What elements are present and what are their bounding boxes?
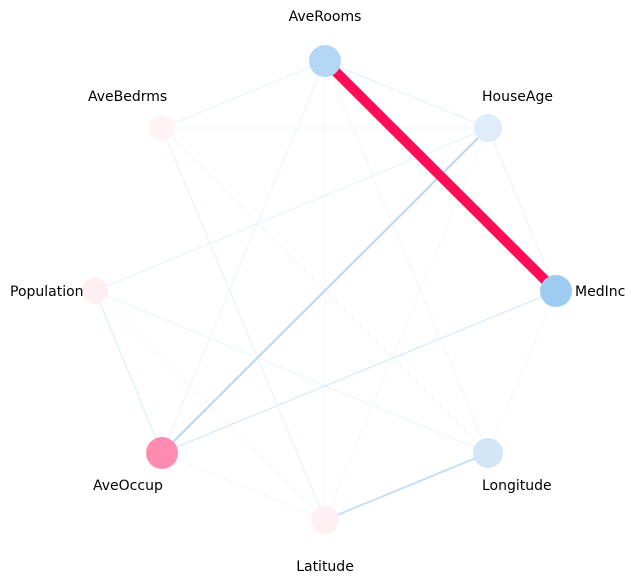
edge-latitude-longitude xyxy=(324,452,489,521)
node-latitude xyxy=(311,506,339,534)
node-houseage xyxy=(474,114,502,142)
edge-averooms-medinc xyxy=(321,57,560,295)
node-population xyxy=(82,278,108,304)
node-label-latitude: Latitude xyxy=(296,559,354,575)
node-label-longitude: Longitude xyxy=(482,478,552,494)
edge-houseage-latitude xyxy=(324,127,489,521)
node-label-avebedrms: AveBedrms xyxy=(88,89,167,105)
node-avebedrms xyxy=(149,115,175,141)
edge-aveoccup-latitude xyxy=(161,452,326,521)
edge-avebedrms-latitude xyxy=(161,127,326,521)
edge-houseage-population xyxy=(94,127,489,292)
edge-averooms-houseage xyxy=(324,60,489,129)
graph-nodes xyxy=(82,45,572,534)
node-label-medinc: MedInc xyxy=(575,284,625,300)
node-label-aveoccup: AveOccup xyxy=(93,478,163,494)
edge-averooms-avebedrms xyxy=(161,60,326,129)
node-averooms xyxy=(309,45,341,77)
node-longitude xyxy=(473,438,503,468)
node-label-averooms: AveRooms xyxy=(289,9,362,25)
edge-averooms-aveoccup xyxy=(161,60,326,454)
edge-population-aveoccup xyxy=(94,290,163,454)
graph-edges xyxy=(94,57,560,521)
node-aveoccup xyxy=(146,437,178,469)
edge-medinc-longitude xyxy=(487,290,557,454)
node-label-population: Population xyxy=(10,284,84,300)
edge-medinc-aveoccup xyxy=(161,290,557,454)
edge-houseage-medinc xyxy=(487,127,557,292)
node-medinc xyxy=(540,275,572,307)
edge-population-longitude xyxy=(94,290,489,454)
node-label-houseage: HouseAge xyxy=(482,89,553,105)
edge-houseage-aveoccup xyxy=(161,127,489,454)
edge-averooms-longitude xyxy=(324,60,489,454)
